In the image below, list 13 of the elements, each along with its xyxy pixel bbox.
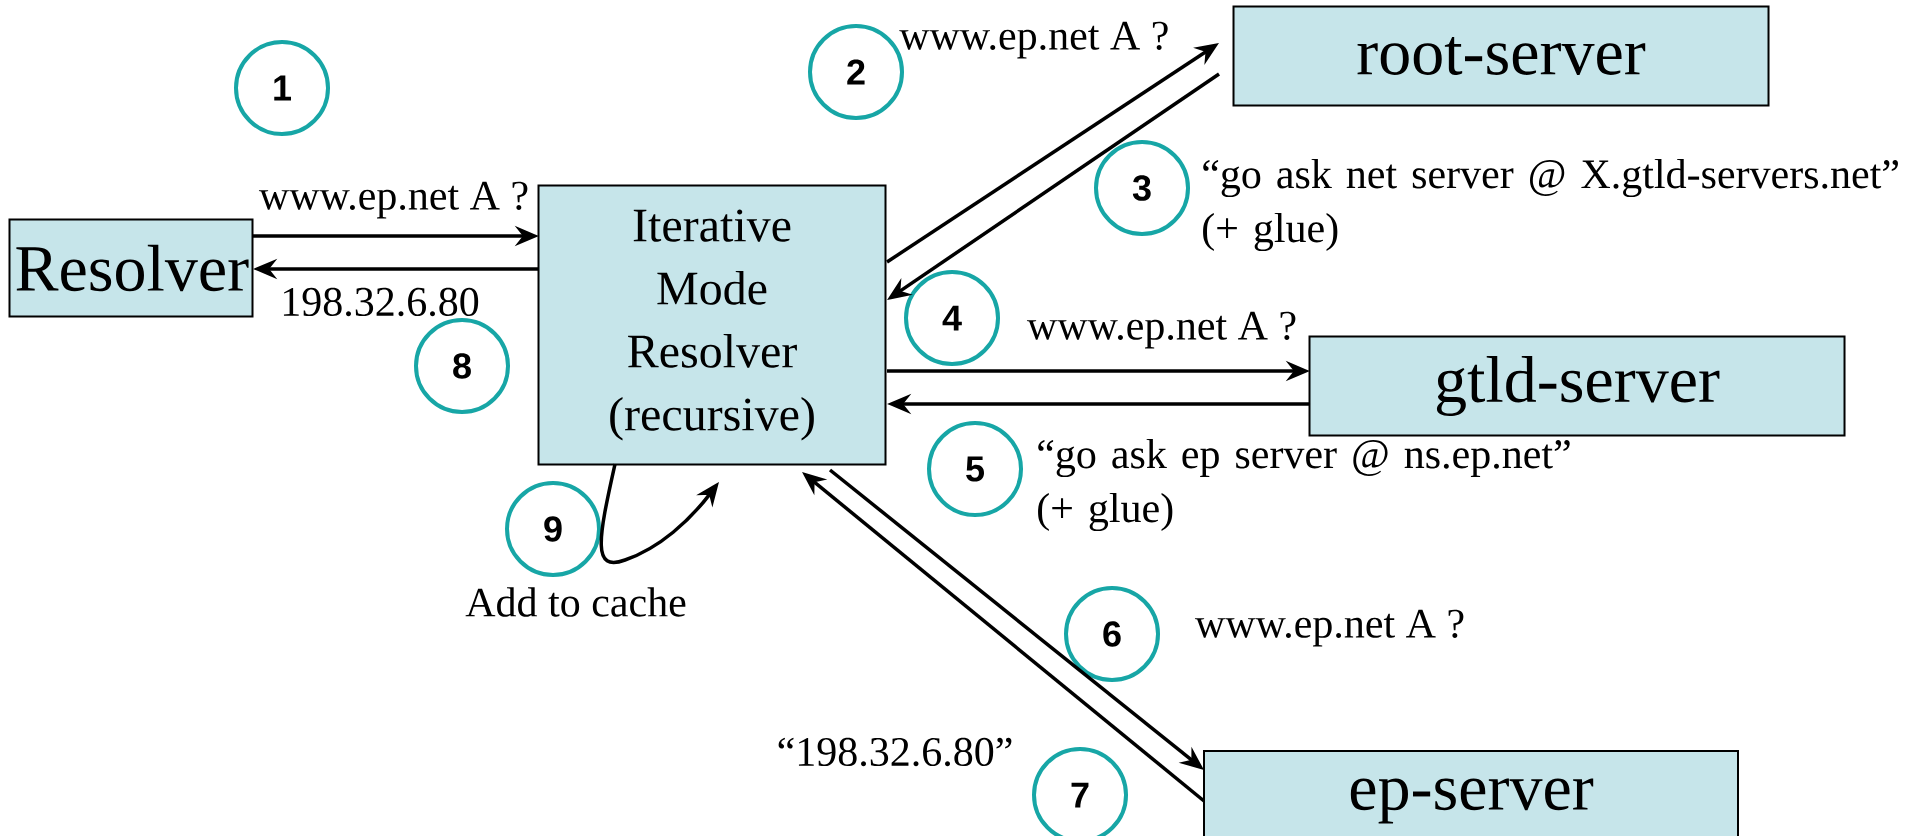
server-box: Iterative Mode Resolver (recursive) — [537, 184, 887, 466]
server-box: Resolver — [8, 218, 254, 318]
edge-label: Add to cache — [465, 587, 686, 617]
edge-label: www.ep.net A ? — [1194, 609, 1464, 647]
edge-label: “198.32.6.80” — [778, 737, 1012, 767]
server-box: root-server — [1232, 5, 1770, 107]
edge-label: “go ask net server @ X.gtld-servers.net” (+ glue) — [1203, 158, 1898, 252]
server-box: ep-server — [1203, 750, 1739, 836]
edge-label: 198.32.6.80 — [283, 287, 479, 317]
edge-label: “go ask ep server @ ns.ep.net” (+ glue) — [1038, 438, 1570, 532]
edge-label: www.ep.net A ? — [1026, 311, 1296, 349]
server-box: gtld-server — [1308, 335, 1846, 437]
edge-label: www.ep.net A ? — [258, 181, 528, 219]
